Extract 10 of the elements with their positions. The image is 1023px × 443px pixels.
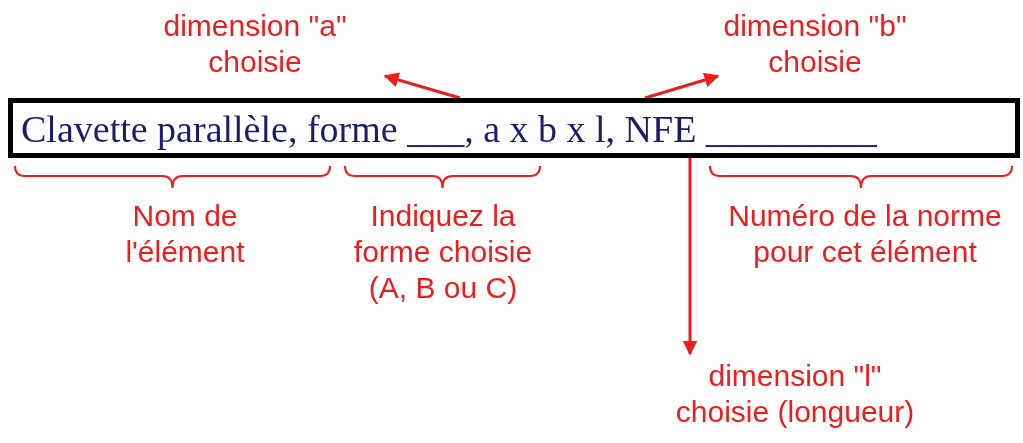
brace-label: Nom de l'élément <box>124 198 246 270</box>
arrow <box>383 72 461 100</box>
callout-text: dimension "l" choisie (longueur) <box>660 358 930 430</box>
callout-text: dimension "a" choisie <box>140 8 370 80</box>
callout-text: dimension "b" choisie <box>700 8 930 80</box>
arrow <box>682 158 698 356</box>
arrow <box>644 72 720 100</box>
text-box: Clavette parallèle, forme ___, a x b x l, NFE _________ <box>8 98 1020 158</box>
brace-label: Numéro de la norme pour cet élément <box>727 198 1003 270</box>
brace-label: Indiquez la forme choisie (A, B ou C) <box>352 198 534 306</box>
